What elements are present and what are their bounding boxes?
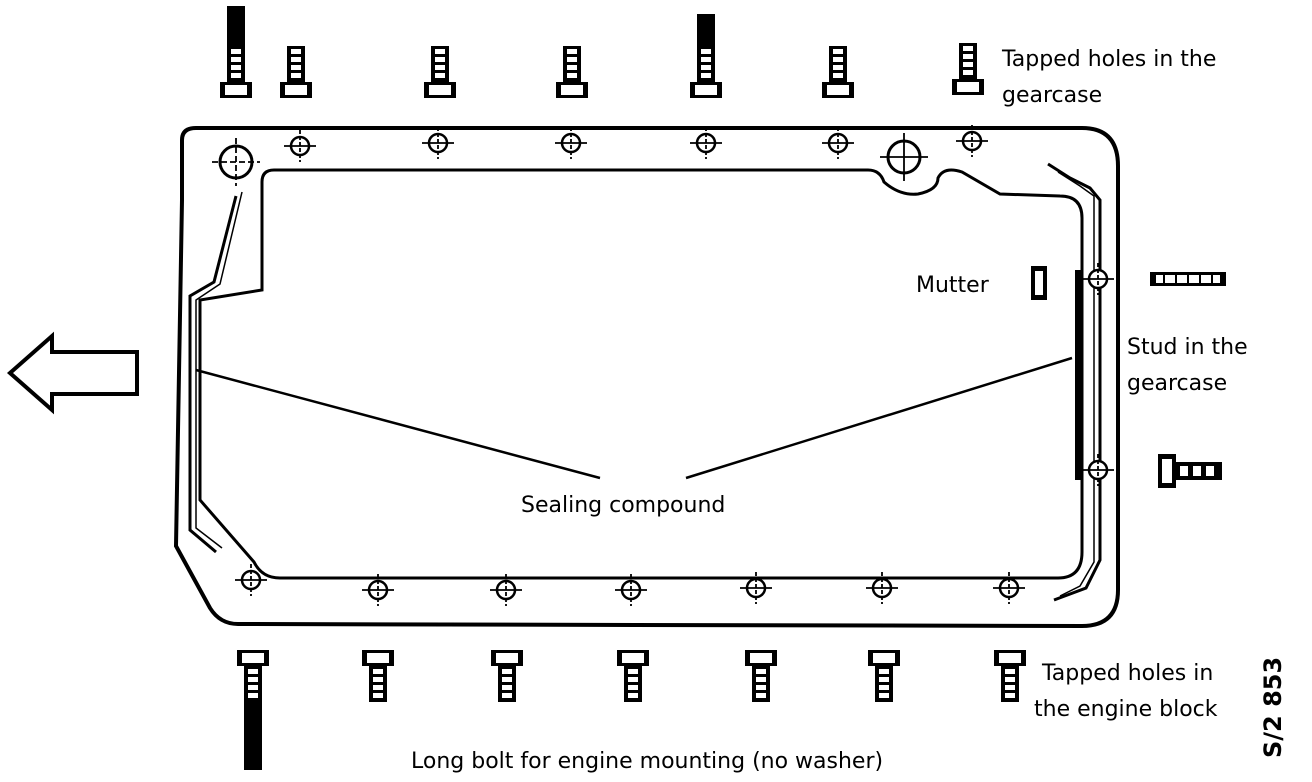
label-line: Stud in the [1127, 335, 1248, 360]
direction-arrow-icon [6, 331, 139, 415]
left-seal-bead [188, 195, 238, 554]
label-line: Tapped holes in [1042, 661, 1214, 686]
gasket-outer-outline [173, 126, 1120, 629]
bolt-icon [237, 650, 1026, 770]
dowel-hole-icon [880, 133, 928, 181]
tapped-holes-engine-label: Tapped holes in the engine block [1034, 656, 1218, 728]
figure-code: S/2 853 [1259, 656, 1287, 758]
label-line: gearcase [1127, 371, 1228, 396]
bolt-icon [220, 6, 984, 98]
right-seal-bead [1047, 162, 1102, 602]
label-line: Tapped holes in the [1002, 47, 1217, 72]
stud-icon [1150, 272, 1226, 286]
nut-icon [1031, 266, 1047, 300]
sealing-compound-label: Sealing compound [521, 493, 726, 518]
bolt-hole-icon [233, 123, 1116, 608]
label-line: the engine block [1034, 697, 1218, 722]
mutter-label: Mutter [916, 273, 989, 298]
stud-label: Stud in the gearcase [1127, 330, 1248, 402]
long-bolt-label: Long bolt for engine mounting (no washer… [411, 749, 884, 774]
dowel-hole-icon [212, 138, 260, 186]
sealing-leader-lines [195, 356, 1073, 480]
gasket-inner-outline [198, 168, 1084, 580]
label-line: gearcase [1002, 83, 1103, 108]
bolt-icon [1158, 454, 1222, 488]
tapped-holes-gearcase-label: Tapped holes in the gearcase [1002, 42, 1216, 114]
